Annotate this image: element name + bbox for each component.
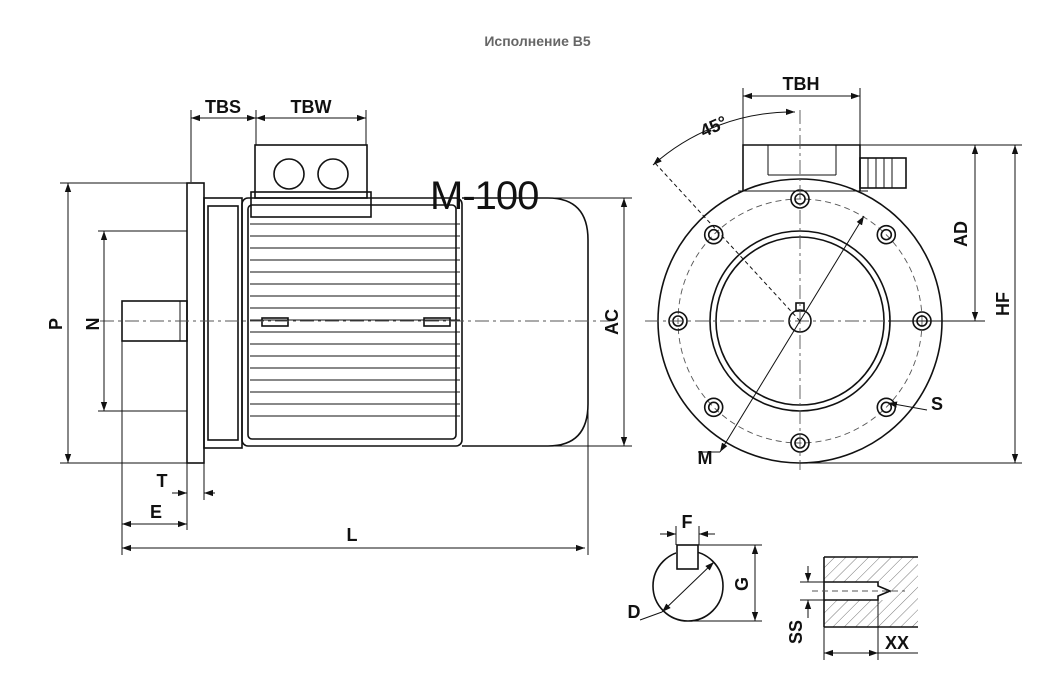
shaft-section: F G D <box>628 512 762 622</box>
fan-cover <box>462 197 589 447</box>
dim-f: F <box>682 512 693 532</box>
dim-n: N <box>83 318 103 331</box>
dim-d: D <box>628 602 641 622</box>
dim-xx: XX <box>885 633 909 653</box>
terminal-box <box>254 144 368 199</box>
dim-tbw: TBW <box>291 97 332 117</box>
motor-body <box>241 197 463 447</box>
bolt-hole <box>703 224 724 245</box>
flange <box>186 182 205 464</box>
dim-hf: HF <box>993 292 1013 316</box>
dim-s: S <box>931 394 943 414</box>
flange-hub <box>203 197 243 449</box>
dim-l: L <box>347 525 358 545</box>
side-cable-gland <box>859 157 907 189</box>
bolt-hole <box>707 401 720 414</box>
dim-ac: AC <box>602 309 622 335</box>
cable-gland-2 <box>317 158 349 190</box>
dim-ad: AD <box>951 221 971 247</box>
bolt-hole <box>707 228 720 241</box>
dim-g: G <box>732 577 752 591</box>
dim-m: M <box>698 448 713 468</box>
bolt-hole <box>876 224 897 245</box>
cable-gland-1 <box>273 158 305 190</box>
bolt-hole <box>668 311 688 331</box>
bolt-hole <box>880 228 893 241</box>
dim-tbs: TBS <box>205 97 241 117</box>
dim-tbh: TBH <box>783 74 820 94</box>
cooling-fins <box>250 223 460 417</box>
shaft-end-detail: SS XX <box>786 556 918 660</box>
front-view: TBH 45° AD HF M S <box>645 74 1022 470</box>
dim-angle: 45° <box>697 112 730 141</box>
dim-p: P <box>46 318 66 330</box>
dim-e: E <box>150 502 162 522</box>
dim-t: T <box>157 471 168 491</box>
bolt-hole <box>703 397 724 418</box>
dim-ss: SS <box>786 620 806 644</box>
side-view: TBS TBW P N AC T E L <box>46 97 632 555</box>
drawing-caption: Исполнение B5 <box>484 33 591 49</box>
model-label: M-100 <box>430 174 539 218</box>
